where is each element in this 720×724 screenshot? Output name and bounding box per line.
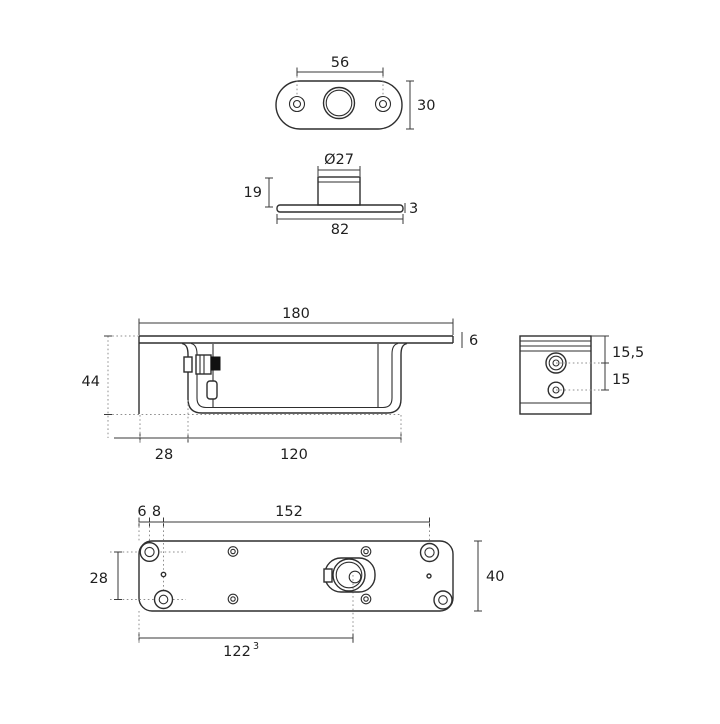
dim-label-d27: Ø27: [324, 152, 354, 168]
dim-edge-to-spindle: 122 3: [138, 611, 354, 660]
boss-outline: [317, 176, 361, 206]
mounting-hole-top-left: [139, 542, 160, 563]
spindle-lower: [547, 381, 565, 399]
view-body-end: 15,5 15: [519, 335, 644, 415]
dim-cover-height: 30: [406, 80, 435, 130]
spindle-opening: [322, 86, 356, 120]
dim-hole-column-spacing: 28: [90, 551, 122, 600]
screw-holes-middle: [227, 546, 372, 605]
dim-label-56: 56: [331, 55, 349, 71]
screw-hole-right: [374, 95, 392, 113]
channel-outer: [181, 342, 408, 414]
view-cover-side: Ø27 19 3 82: [244, 152, 419, 238]
view-cover-front: 56 30: [275, 55, 435, 130]
dim-label-120: 120: [280, 447, 308, 463]
dim-spindle-positions: 15,5 15: [556, 335, 644, 391]
dim-body-length: 180: [138, 306, 454, 335]
dim-plate-thickness-side: 6: [461, 332, 478, 349]
dim-cover-width: 82: [276, 214, 404, 238]
dim-offset-and-channel: 28 120: [114, 400, 402, 463]
dim-label-122: 122: [223, 644, 251, 660]
cover-plate-side-outline: [276, 204, 404, 213]
dim-body-height: 44: [82, 335, 401, 438]
regulation-valve: [183, 354, 221, 400]
dim-label-8: 8: [152, 504, 161, 520]
mounting-hole-bottom-right: [433, 590, 453, 610]
spindle-axle: [323, 557, 376, 593]
dim-label-44: 44: [82, 374, 100, 390]
dim-label-6-side: 6: [469, 333, 478, 349]
end-view-outline: [519, 335, 592, 415]
screw-hole-left: [288, 95, 306, 113]
valve-screw-filled: [210, 356, 221, 371]
dim-label-152: 152: [275, 504, 303, 520]
view-body-plan: 6 8 152: [90, 504, 505, 660]
dim-label-30: 30: [417, 98, 435, 114]
mounting-hole-top-right: [419, 542, 440, 563]
pilot-hole-left: [160, 571, 167, 578]
view-body-side: 180 6 44: [82, 306, 479, 463]
dim-label-28-side: 28: [155, 447, 173, 463]
channel-inner: [190, 342, 399, 409]
dim-boss-height: 19: [244, 177, 273, 208]
dim-label-28-plan: 28: [90, 571, 108, 587]
dim-hole-offsets-and-spacing: 6 8 152: [137, 504, 430, 605]
dim-hole-spacing: 56: [296, 55, 384, 97]
dim-label-19: 19: [244, 185, 262, 201]
dim-boss-diameter: Ø27: [317, 152, 361, 176]
mounting-hole-bottom-left: [153, 589, 174, 610]
dim-label-180: 180: [282, 306, 310, 322]
plan-plate-outline: [138, 540, 454, 612]
dim-plate-thickness: 3: [404, 201, 418, 217]
pilot-hole-right: [426, 573, 432, 579]
lower-valve: [206, 380, 218, 400]
dim-label-122-tolerance: 3: [253, 641, 259, 652]
spindle-clip: [323, 568, 333, 583]
dim-label-40: 40: [486, 569, 504, 585]
dim-label-6-plan: 6: [137, 504, 146, 520]
dim-label-15: 15: [612, 372, 630, 388]
dim-plan-width: 40: [474, 540, 504, 612]
dim-label-82: 82: [331, 222, 349, 238]
dim-label-3: 3: [409, 201, 418, 217]
dim-label-15-5: 15,5: [612, 345, 644, 361]
cover-plate-outline: [275, 80, 403, 130]
